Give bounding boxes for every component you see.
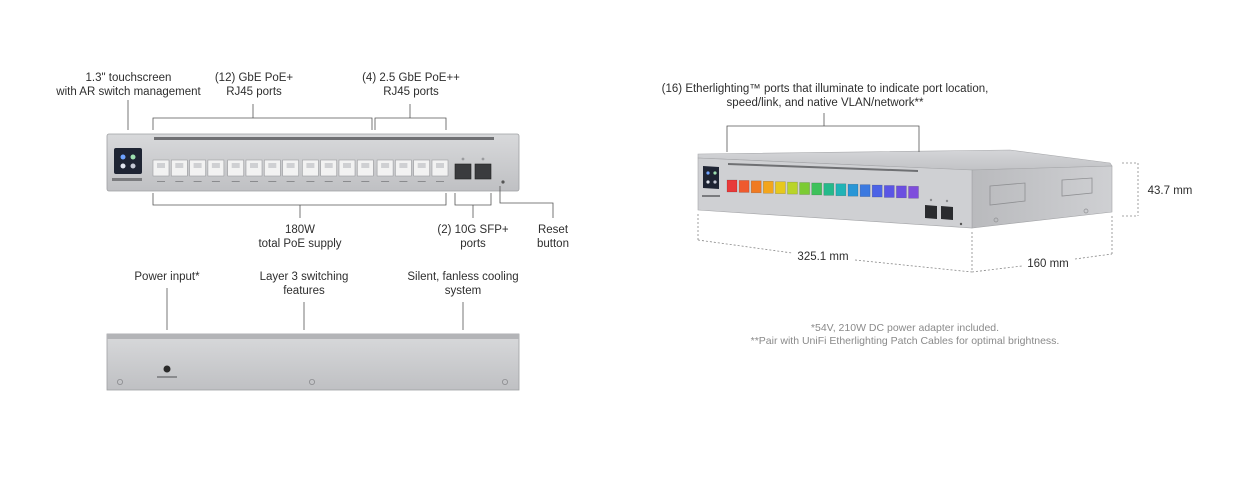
etherlighting-port[interactable] <box>859 184 871 197</box>
rj45-port-label-mark <box>250 181 258 182</box>
reset-button[interactable] <box>501 180 505 184</box>
front-rj45-ports[interactable] <box>152 159 449 182</box>
footnote-power: *54V, 210W DC power adapter included. <box>810 322 1000 334</box>
rj45-port-latch <box>324 163 333 168</box>
screw-icon <box>308 378 315 385</box>
footnote-cables: **Pair with UniFi Etherlighting Patch Ca… <box>750 335 1060 347</box>
rear-callout-lines <box>166 288 464 330</box>
etherlighting-port[interactable] <box>884 185 895 198</box>
sfp-ports[interactable] <box>454 157 492 180</box>
etherlighting-port[interactable] <box>763 181 774 194</box>
rj45-port-latch <box>381 163 390 168</box>
etherlighting-port[interactable] <box>775 181 786 194</box>
rj45-port-latch <box>231 163 240 168</box>
rj45-port-label-mark <box>361 181 370 182</box>
front-view-switch <box>106 133 520 192</box>
dimension-lines <box>697 162 1139 273</box>
screw-icon <box>117 378 124 385</box>
rj45-port-latch <box>361 163 370 168</box>
perspective-switch <box>697 149 1113 229</box>
width-dimension-label: 325.1 mm <box>797 251 849 263</box>
etherlighting-ports[interactable] <box>726 179 919 199</box>
rj45-port-label-mark <box>175 181 184 182</box>
touchscreen-label: 1.3" touchscreen with AR switch manageme… <box>56 72 201 98</box>
rj45-port-latch <box>436 163 444 168</box>
cooling-label: Silent, fanless cooling system <box>407 271 519 297</box>
etherlighting-port[interactable] <box>908 186 919 199</box>
height-dimension-label: 43.7 mm <box>1147 185 1193 197</box>
rj45-port-label-mark <box>306 181 315 182</box>
rj45-port-latch <box>211 163 220 168</box>
etherlighting-port[interactable] <box>871 184 883 198</box>
rj45-port-latch <box>175 163 184 168</box>
perspective-touchscreen[interactable] <box>703 166 719 189</box>
reset-label: Reset button <box>537 224 569 250</box>
perspective-sfp-ports[interactable] <box>925 198 953 220</box>
rj45-port-label-mark <box>343 181 351 182</box>
etherlighting-port[interactable] <box>726 179 738 193</box>
etherlighting-port[interactable] <box>799 182 810 195</box>
etherlighting-port[interactable] <box>738 180 750 193</box>
touchscreen[interactable] <box>114 148 142 174</box>
rj45-port-label-mark <box>436 181 444 182</box>
rj45-port-latch <box>306 163 315 168</box>
rear-view-switch <box>106 333 520 391</box>
rj45-port-label-mark <box>231 181 240 182</box>
etherlighting-port[interactable] <box>811 182 822 196</box>
etherlighting-port[interactable] <box>823 183 835 196</box>
poe-supply-label: 180W total PoE supply <box>258 224 342 250</box>
etherlighting-port[interactable] <box>750 180 762 194</box>
etherlighting-port[interactable] <box>787 181 798 195</box>
sfp-ports-label: (2) 10G SFP+ ports <box>437 224 509 250</box>
power-input-port[interactable] <box>163 365 171 373</box>
rj45-port-label-mark <box>157 181 165 182</box>
rj45-port-label-mark <box>399 181 408 182</box>
rj45-port-label-mark <box>381 181 390 182</box>
perspective-reset-button[interactable] <box>959 222 963 226</box>
rj45-port-latch <box>193 163 202 168</box>
rj45-port-label-mark <box>211 181 220 182</box>
etherlighting-port[interactable] <box>896 185 907 199</box>
rj45-port-latch <box>399 163 408 168</box>
rj45-port-label-mark <box>268 181 277 182</box>
front-callout-lines <box>127 100 554 218</box>
perspective-callout-lines <box>726 113 920 152</box>
etherlighting-label: (16) Etherlighting™ ports that illuminat… <box>661 83 989 109</box>
rj45-port-label-mark <box>417 181 426 182</box>
footnotes: *54V, 210W DC power adapter included. **… <box>700 322 1110 348</box>
layer3-label: Layer 3 switching features <box>259 271 349 297</box>
rj45-port-latch <box>417 163 426 168</box>
gbe-ports-label: (12) GbE PoE+ RJ45 ports <box>214 72 294 98</box>
rj45-port-latch <box>286 163 295 168</box>
rj45-port-label-mark <box>324 181 333 182</box>
etherlighting-port[interactable] <box>847 183 859 197</box>
rj45-port-latch <box>343 163 351 168</box>
power-input-label: Power input* <box>134 271 200 283</box>
depth-dimension-label: 160 mm <box>1027 258 1069 270</box>
rj45-port-label-mark <box>286 181 295 182</box>
rj45-port-latch <box>268 163 277 168</box>
rj45-port-label-mark <box>193 181 202 182</box>
rj45-port-latch <box>157 163 165 168</box>
rj45-port-latch <box>250 163 258 168</box>
screw-icon <box>501 378 508 385</box>
gbe25-ports-label: (4) 2.5 GbE PoE++ RJ45 ports <box>362 72 460 98</box>
etherlighting-port[interactable] <box>835 183 847 197</box>
logo-mark <box>112 178 142 181</box>
